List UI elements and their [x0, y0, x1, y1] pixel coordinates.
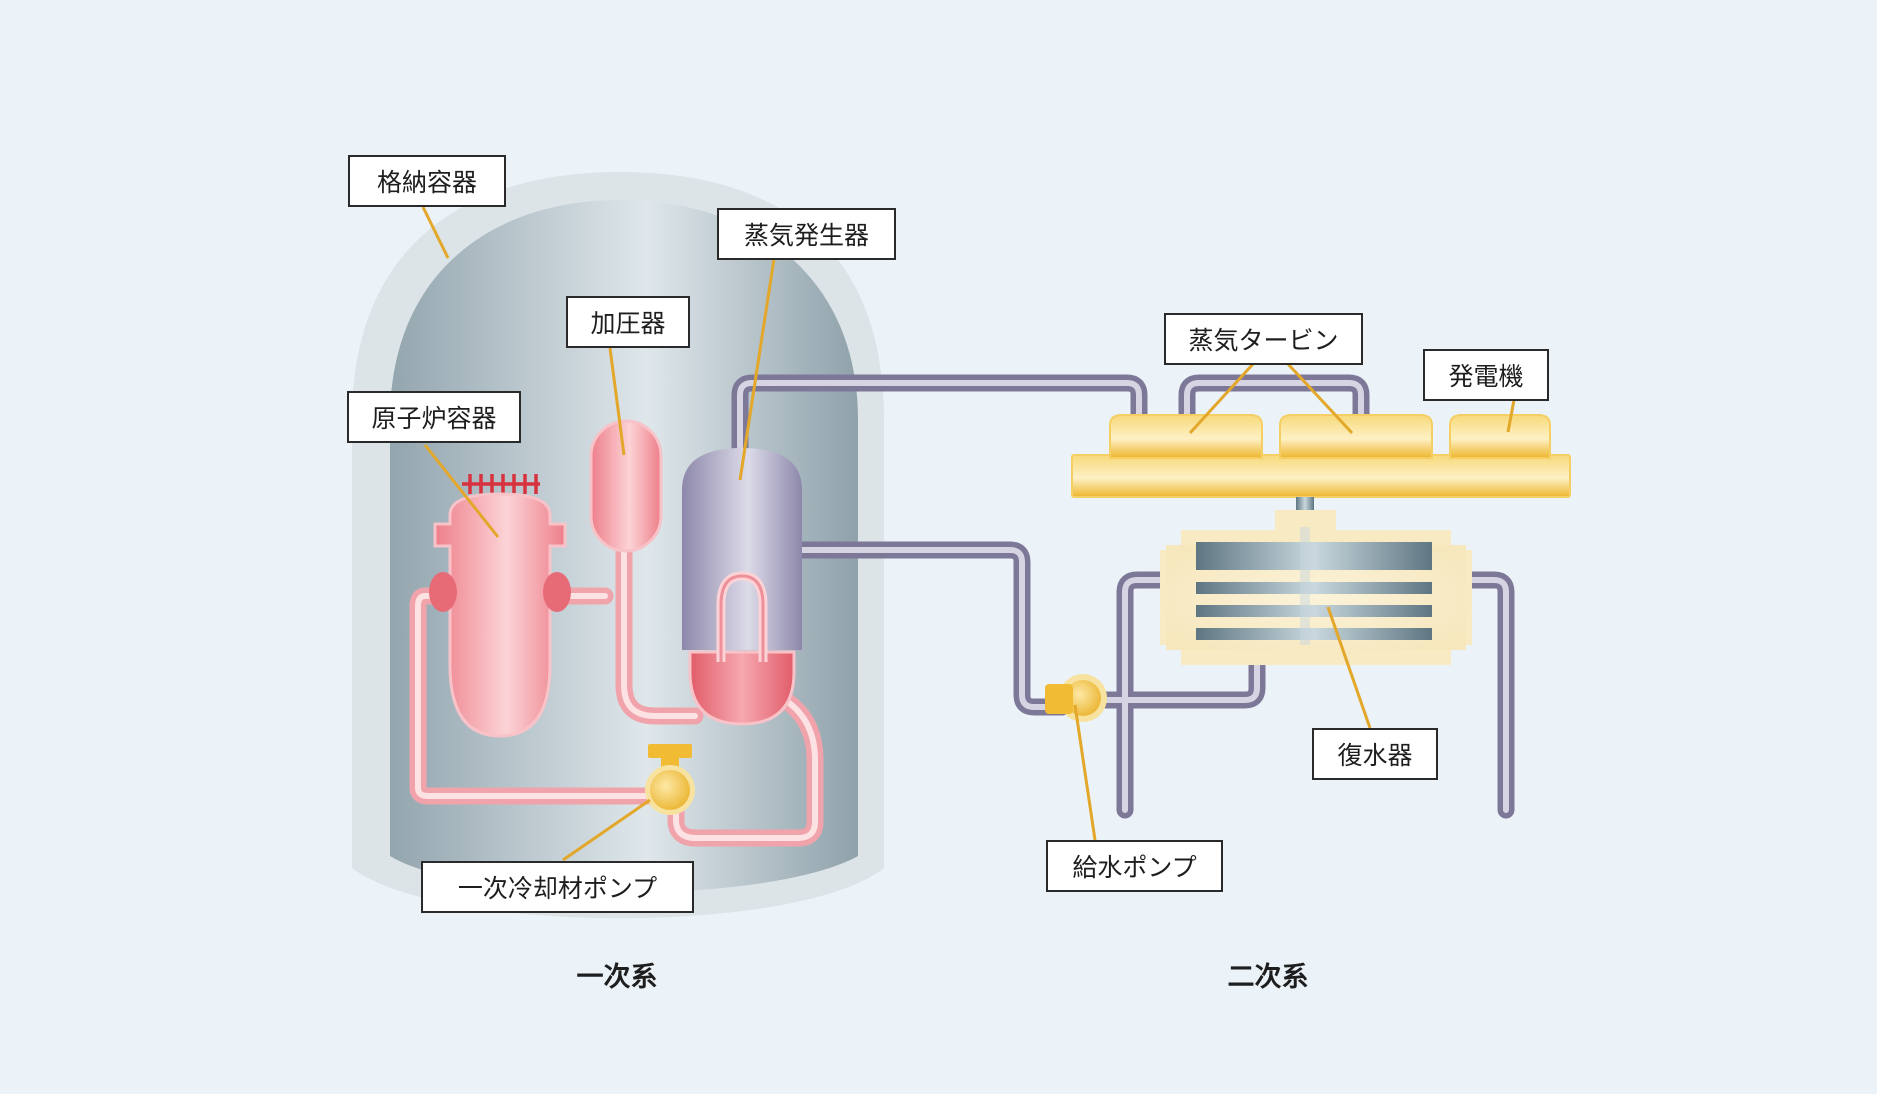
label-pressurizer: 加圧器	[566, 296, 690, 348]
label-steam-turbine: 蒸気タービン	[1164, 313, 1363, 365]
leader-lines	[421, 206, 1516, 862]
label-condenser: 復水器	[1312, 728, 1438, 780]
label-reactor-vessel: 原子炉容器	[347, 391, 521, 443]
label-steam-generator: 蒸気発生器	[717, 208, 896, 260]
control-rod-drives	[462, 474, 540, 494]
turbine-generator-block	[1071, 414, 1571, 498]
label-primary-coolant-pump: 一次冷却材ポンプ	[421, 861, 694, 913]
primary-coolant-pump	[645, 744, 695, 815]
caption-secondary-system: 二次系	[1227, 962, 1309, 993]
pressurizer-vessel	[589, 419, 663, 553]
label-containment-vessel: 格納容器	[348, 155, 506, 207]
reactor-vessel	[429, 474, 571, 738]
primary-loop-pipes	[409, 536, 824, 847]
caption-primary-system: 一次系	[576, 962, 658, 993]
steam-generator-vessel	[682, 448, 802, 726]
secondary-loop-pipes	[731, 374, 1515, 819]
label-generator: 発電機	[1423, 349, 1549, 401]
condenser-unit	[1160, 497, 1472, 665]
label-feedwater-pump: 給水ポンプ	[1046, 840, 1223, 892]
